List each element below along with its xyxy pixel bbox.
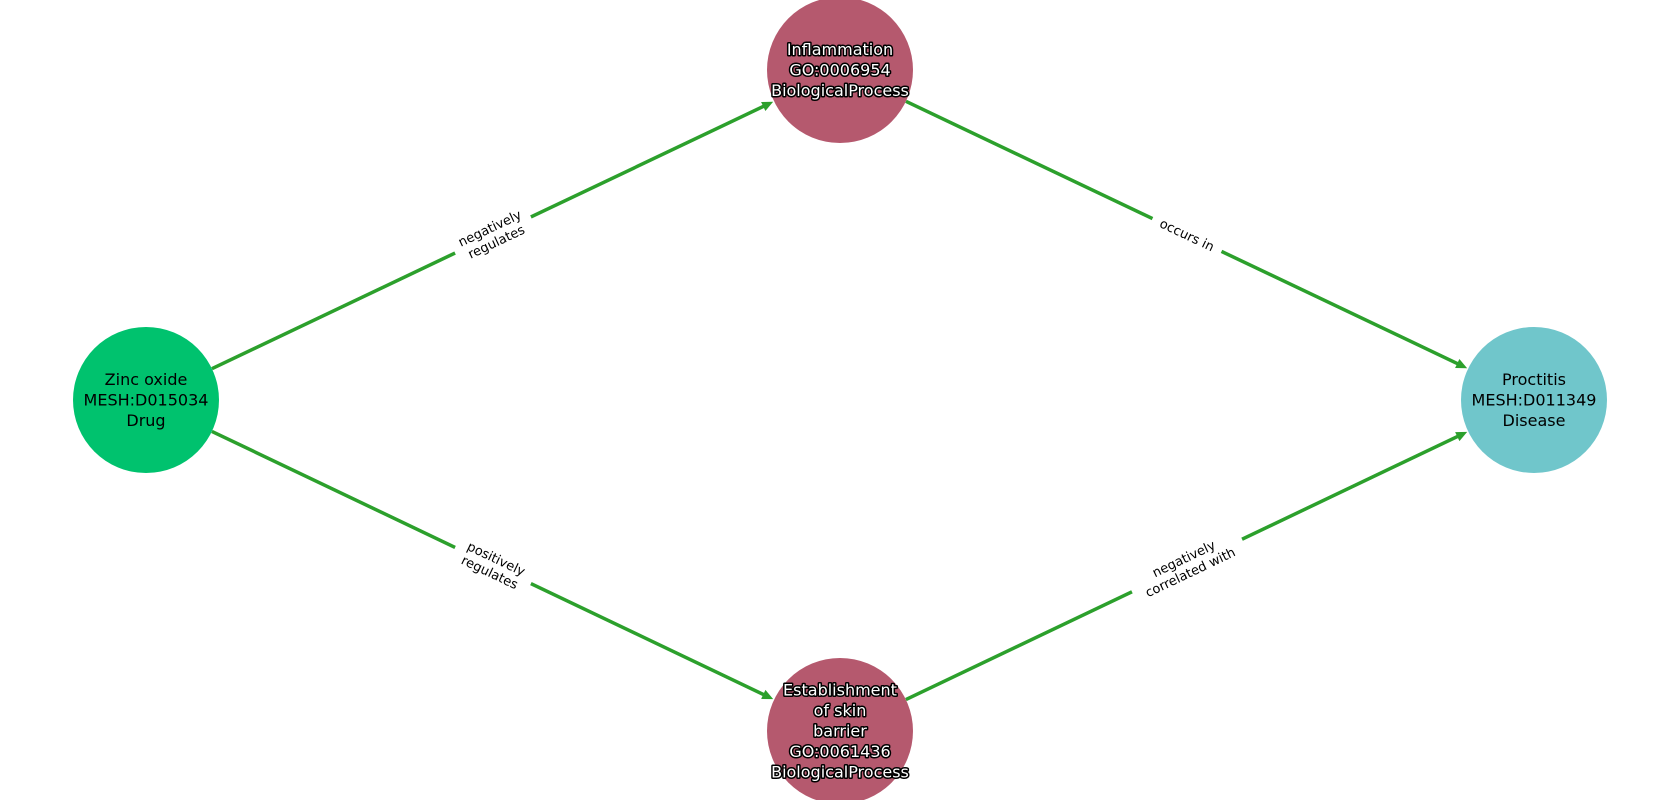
arrowhead-icon [1455, 431, 1468, 442]
node-label-line: GO:0061436 [789, 742, 890, 761]
edge-label-background [447, 201, 539, 269]
node-label-line: Drug [126, 411, 165, 430]
arrowhead-icon [1455, 358, 1468, 369]
node-circle[interactable] [73, 327, 219, 473]
node-circle[interactable] [767, 658, 913, 800]
node-label-line: MESH:D015034 [84, 391, 209, 410]
node-label-line: Establishment [783, 681, 897, 700]
node-label-line: Zinc oxide [105, 370, 188, 389]
node-label-line: BiologicalProcess [771, 763, 909, 782]
arrowhead-icon [761, 101, 774, 112]
node-label-line: Disease [1503, 411, 1566, 430]
edge-label: occurs in [1148, 210, 1226, 260]
arrowhead-icon [761, 689, 774, 700]
node-label-line: barrier [813, 722, 867, 741]
edge-label-background [1124, 523, 1250, 608]
node-label-line: BiologicalProcess [771, 81, 909, 100]
node-label-line: MESH:D011349 [1472, 391, 1597, 410]
edge-label-background [1148, 210, 1226, 260]
node-circle[interactable] [767, 0, 913, 143]
node-label-line: GO:0006954 [789, 61, 890, 80]
node-label-line: Proctitis [1502, 370, 1566, 389]
node-circle[interactable] [1461, 327, 1607, 473]
node-label-line: of skin [814, 701, 867, 720]
edge-label-background [447, 532, 539, 599]
edges-layer [211, 99, 1468, 702]
node-label-line: Inflammation [787, 40, 893, 59]
